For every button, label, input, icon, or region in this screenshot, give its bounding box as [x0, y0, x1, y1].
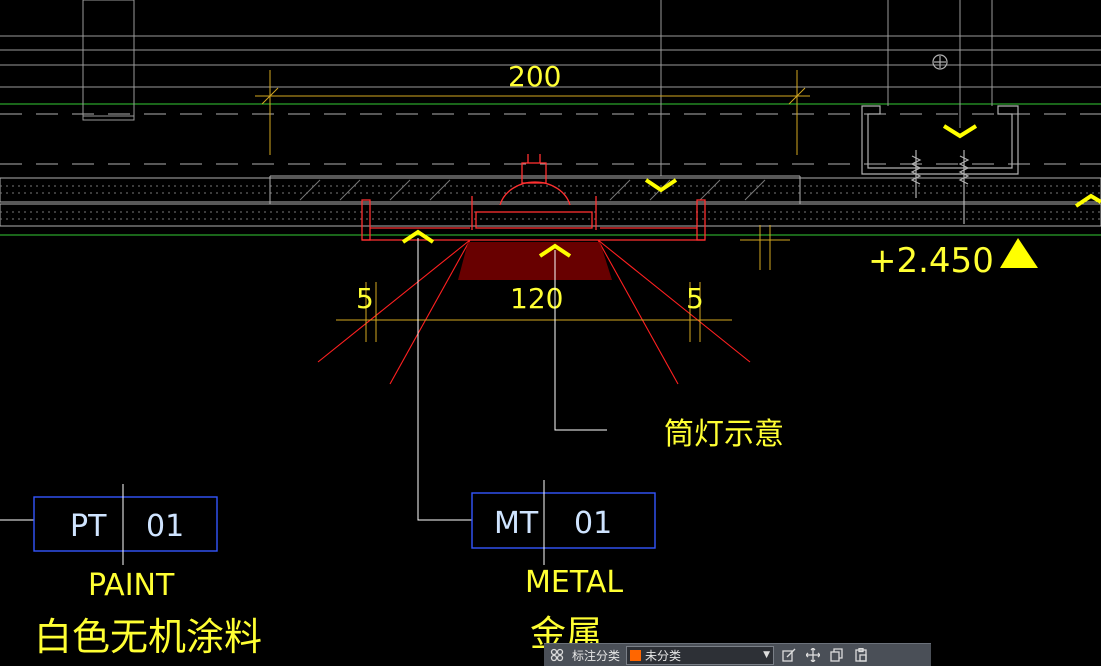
- category-select-value: 未分类: [645, 648, 682, 663]
- light-leader-label: 筒灯示意: [664, 417, 784, 452]
- dim-right-label: 5: [686, 282, 704, 315]
- chevron-down-icon: [644, 178, 678, 193]
- tag-pt-num: 01: [146, 509, 184, 544]
- category-select[interactable]: 未分类 ▼: [626, 645, 775, 665]
- light-beam: [317, 239, 751, 385]
- dim-left-label: 5: [356, 282, 374, 315]
- ceiling-lines: [0, 35, 1101, 88]
- category-label: 标注分类: [572, 648, 621, 663]
- tag-pt-english: PAINT: [88, 568, 175, 603]
- color-swatch: [630, 649, 642, 661]
- dim-top-label: 200: [508, 60, 561, 93]
- paste-icon[interactable]: [852, 646, 870, 664]
- dashed-lines: [0, 113, 1101, 165]
- downlight-fixture: [361, 154, 706, 241]
- move-icon[interactable]: [804, 646, 822, 664]
- tag-mt-english: METAL: [525, 565, 623, 600]
- chevron-up-icon: [538, 243, 572, 258]
- green-grid-lines: [0, 103, 1101, 236]
- tag-pt[interactable]: PT 01: [33, 484, 218, 565]
- level-triangle-icon: [1000, 238, 1038, 268]
- chevron-down-icon: ▼: [763, 650, 771, 660]
- tag-pt-code: PT: [70, 509, 107, 544]
- tag-mt-num: 01: [574, 506, 612, 541]
- edit-icon[interactable]: [780, 646, 798, 664]
- chevron-markers: [401, 124, 1101, 258]
- tag-mt-code: MT: [494, 506, 539, 541]
- leader-lines: [0, 238, 607, 521]
- chevron-up-icon: [401, 229, 435, 244]
- annotation-toolbar: 标注分类 未分类 ▼: [544, 643, 931, 666]
- chevron-up-icon: [1074, 193, 1101, 208]
- level-label: +2.450: [868, 241, 994, 281]
- ceiling-board: [0, 175, 1101, 227]
- tag-pt-chinese: 白色无机涂料: [34, 615, 262, 659]
- steel-channel: [861, 54, 1019, 224]
- vertical-members: [82, 0, 993, 176]
- copy-icon[interactable]: [828, 646, 846, 664]
- dimension-lines: [255, 70, 810, 342]
- chevron-down-icon: [942, 124, 978, 139]
- layout-grid-icon[interactable]: [548, 646, 566, 664]
- tag-mt[interactable]: MT 01: [471, 480, 656, 565]
